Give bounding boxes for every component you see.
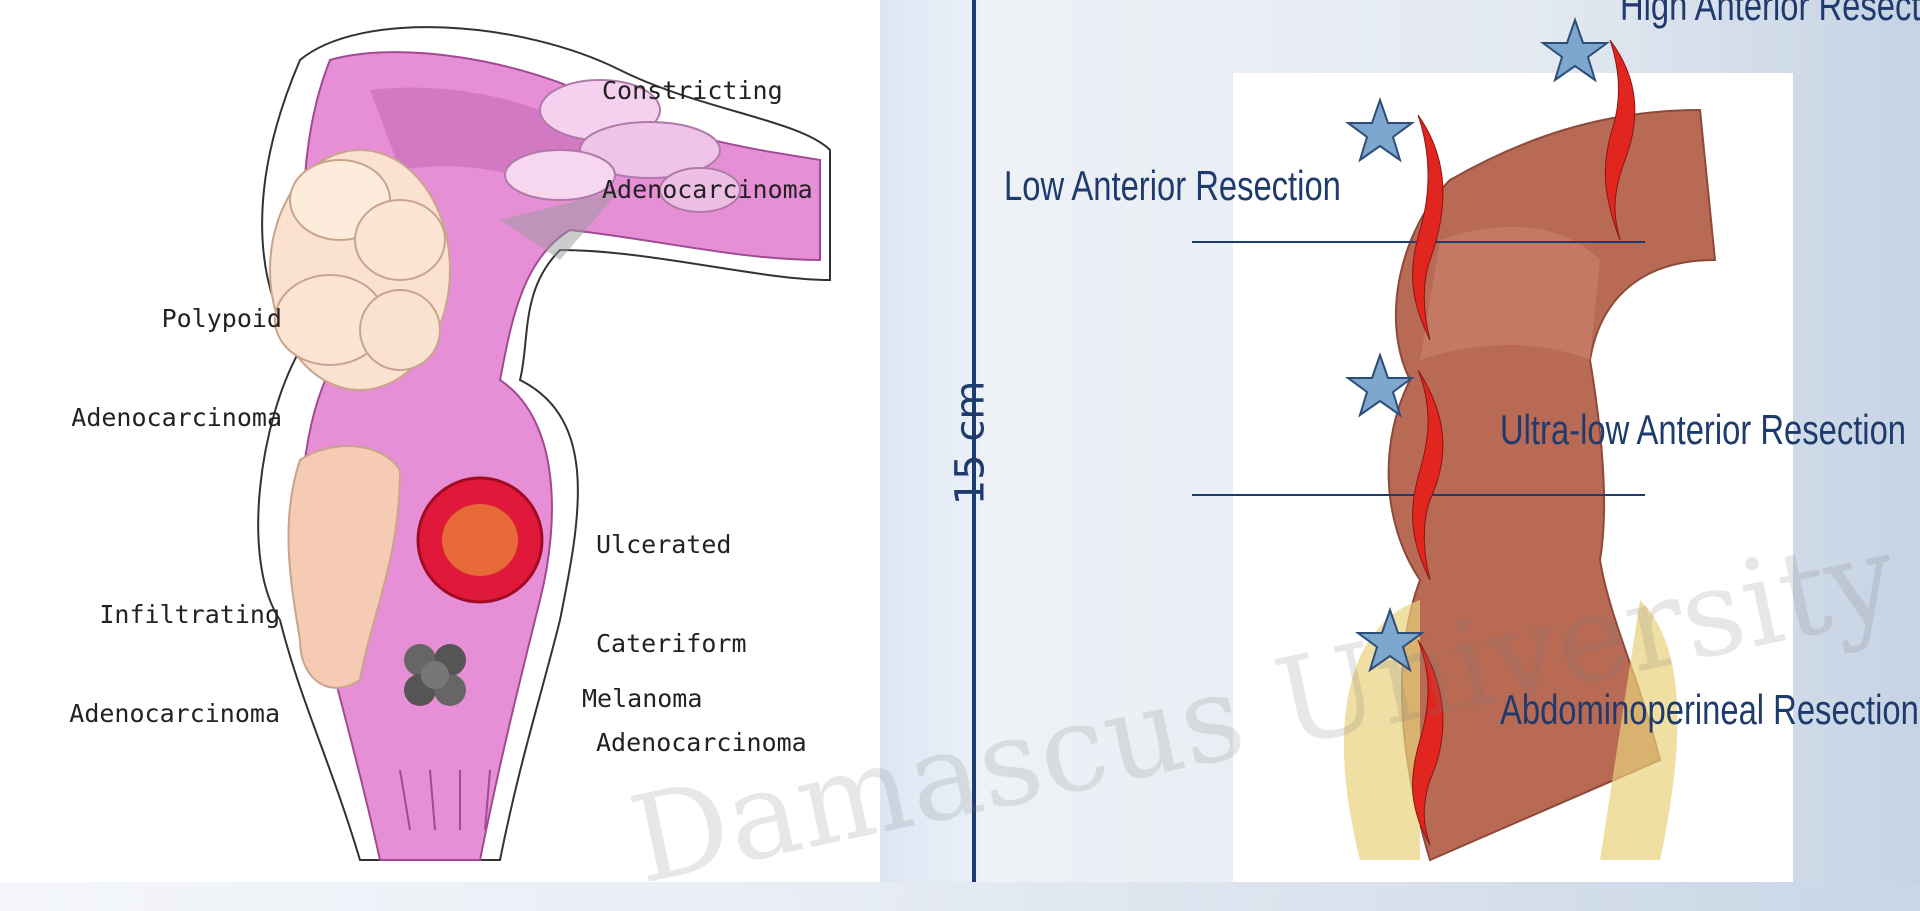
ulcerated-tumor [418,478,542,602]
scale-label: 15 cm [947,381,993,506]
label-polypoid: Polypoid Adenocarcinoma [10,236,282,467]
label-ultra-low-anterior-resection: Ultra-low Anterior Resection [1500,406,1906,454]
polypoid-tumor [270,150,450,390]
star-icon-high [1543,20,1607,80]
label-high-anterior-resection: High Anterior Resection [1620,0,1920,30]
label-melanoma: Melanoma [582,682,702,715]
label-low-anterior-resection: Low Anterior Resection [1004,162,1341,210]
label-infiltrating: Infiltrating Adenocarcinoma [10,532,280,763]
star-icon-low [1348,100,1412,160]
label-abdominoperineal-resection: Abdominoperineal Resection [1500,686,1919,734]
label-ulcerated: Ulcerated Cateriform Adenocarcinoma [596,462,807,792]
label-constricting: Constricting Adenocarcinoma [602,8,813,239]
